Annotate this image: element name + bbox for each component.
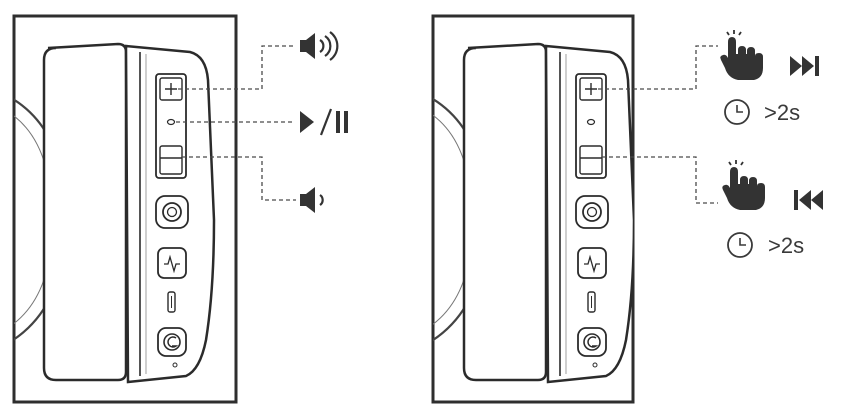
next-track-icon xyxy=(790,56,819,76)
hold-duration-label: >2s xyxy=(764,100,800,125)
play-pause-icon xyxy=(300,108,348,136)
hand-press-icon xyxy=(719,29,764,81)
leader-plus xyxy=(598,45,718,90)
leader-minus xyxy=(182,156,296,201)
panel-volume-playback xyxy=(12,14,348,404)
previous-track-icon xyxy=(794,190,823,210)
clock-icon xyxy=(724,99,750,125)
hold-duration-label: >2s xyxy=(768,233,804,258)
volume-up-icon xyxy=(300,31,339,61)
panel-track-skip: >2s >2s xyxy=(431,14,823,404)
leader-minus xyxy=(602,156,718,204)
hand-press-icon xyxy=(721,159,766,211)
clock-icon xyxy=(727,232,753,258)
volume-down-icon xyxy=(300,187,324,213)
leader-plus xyxy=(178,45,296,90)
